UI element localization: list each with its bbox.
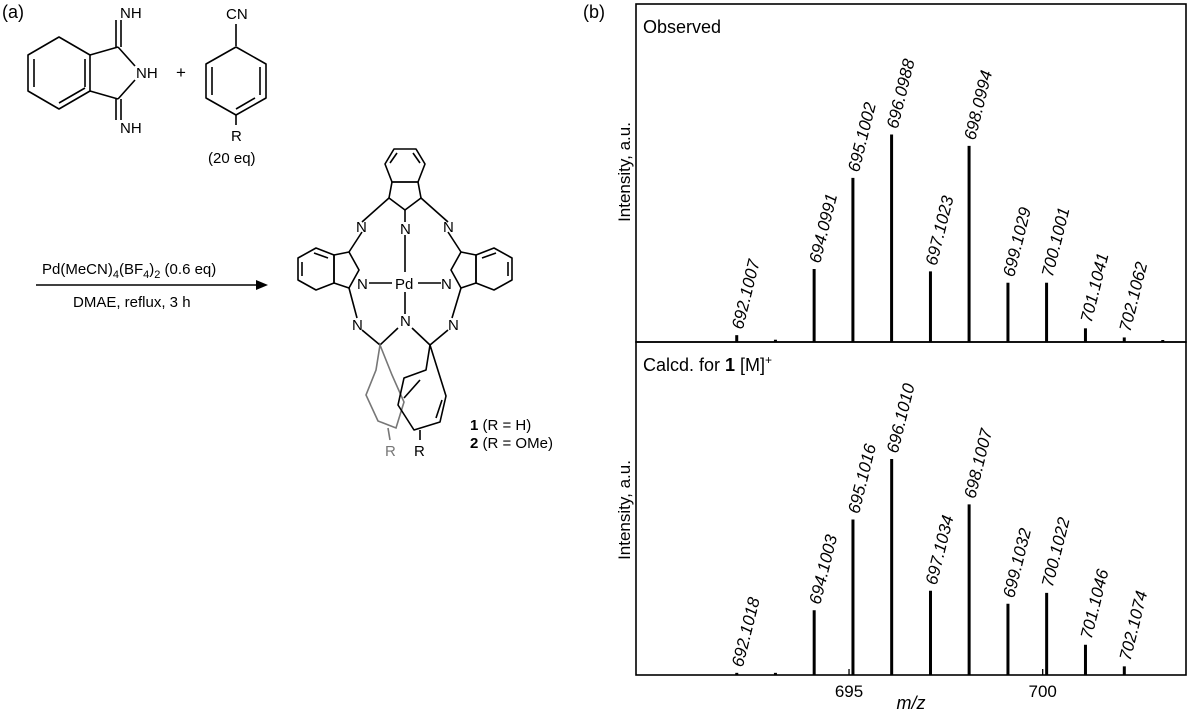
observed-title: Observed	[643, 17, 721, 37]
peak-label: 702.1062	[1116, 259, 1152, 333]
n-meso-lower-right: N	[448, 317, 459, 334]
peak-label: 701.1041	[1077, 251, 1113, 324]
nitrile-group: CN	[226, 6, 248, 23]
ring-nh: NH	[136, 65, 158, 82]
calculated-spectrum: Calcd. for 1 [M]+ Intensity, a.u. 692.10…	[615, 341, 1187, 701]
reaction-arrow-group: Pd(MeCN)4(BF4)2 (0.6 eq) DMAE, reflux, 3…	[36, 261, 268, 311]
x-tick-label: 700	[1029, 682, 1057, 701]
peak-label: 701.1046	[1077, 567, 1113, 641]
peak-label: 698.1007	[961, 426, 997, 500]
peak-label: 695.1016	[844, 442, 880, 516]
peak-label: 692.1018	[728, 595, 764, 669]
peak-label: 697.1034	[922, 513, 958, 586]
calculated-plot-frame	[635, 341, 1187, 676]
plus-sign: +	[176, 63, 186, 82]
peak-label: 694.1003	[806, 532, 842, 606]
peak-label: 696.0988	[883, 57, 919, 131]
x-axis-ticks: 695 700	[835, 669, 1057, 701]
calculated-ylabel: Intensity, a.u.	[615, 460, 634, 560]
peak-label: 700.1001	[1038, 205, 1074, 278]
peak-label: 697.1023	[922, 193, 958, 267]
n-top: N	[400, 221, 411, 238]
metal-center: Pd	[395, 276, 413, 293]
n-meso-upper-left: N	[356, 219, 367, 236]
peak-label: 692.1007	[728, 257, 764, 331]
reagent-equivalents: (20 eq)	[208, 150, 256, 167]
n-bottom: N	[400, 313, 411, 330]
peak-label: 698.0994	[961, 68, 997, 141]
compound-2-label: 2 (R = OMe)	[470, 435, 553, 452]
x-tick-label: 695	[835, 682, 863, 701]
catalyst-label: Pd(MeCN)4(BF4)2 (0.6 eq)	[42, 261, 216, 281]
observed-spectrum: Observed Intensity, a.u. 692.1007 694.099…	[615, 3, 1187, 343]
peak-label: 702.1074	[1116, 589, 1152, 662]
diiminoisoindoline-structure: NH NH NH	[27, 5, 158, 137]
peak-label: 700.1022	[1038, 515, 1074, 589]
product-r-grey: R	[385, 443, 396, 460]
panel-a-label: (a)	[2, 2, 24, 22]
n-left: N	[357, 276, 368, 293]
peak-label: 694.0991	[806, 192, 842, 265]
benzonitrile-structure: CN R (20 eq)	[205, 6, 267, 167]
peak-label: 699.1032	[999, 526, 1035, 600]
imine-nh-top: NH	[120, 5, 142, 22]
product-r: R	[414, 443, 425, 460]
n-meso-upper-right: N	[443, 219, 454, 236]
x-axis-label: m/z	[897, 693, 926, 713]
observed-ylabel: Intensity, a.u.	[615, 122, 634, 222]
n-right: N	[441, 276, 452, 293]
compound-1-label: 1 (R = H)	[470, 417, 531, 434]
pd-complex-structure: Pd N N N N N N N N R R	[297, 148, 513, 460]
peak-label: 695.1002	[844, 100, 880, 174]
panel-b-label: (b)	[583, 2, 605, 22]
calculated-title: Calcd. for 1 [M]+	[643, 353, 772, 375]
peak-label: 699.1029	[999, 205, 1035, 279]
imine-nh-bottom: NH	[120, 120, 142, 137]
arrow-head	[256, 280, 268, 290]
substituent-r: R	[231, 128, 242, 145]
reaction-conditions: DMAE, reflux, 3 h	[73, 294, 191, 311]
n-meso-lower-left: N	[352, 317, 363, 334]
peak-label: 696.1010	[883, 381, 919, 455]
